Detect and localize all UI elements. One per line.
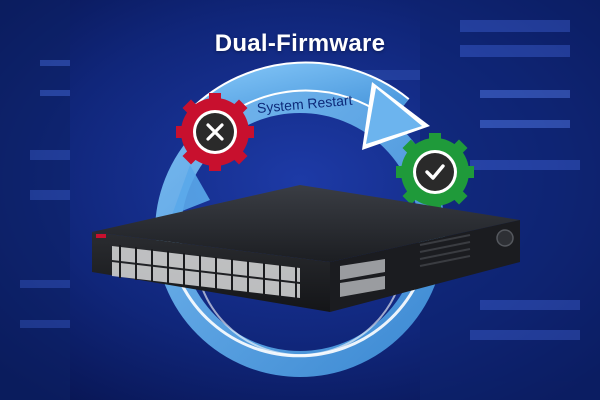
banner-title: Dual-Firmware [214,30,386,57]
network-switch-image [92,185,520,312]
success-gear-icon [396,133,474,211]
fan-vent [419,234,471,267]
checkmark-icon [415,152,455,192]
x-icon [195,112,235,152]
sfp-ports [340,259,385,297]
power-button [496,229,514,247]
brand-logo-mark [96,234,106,238]
ethernet-ports [112,246,300,298]
